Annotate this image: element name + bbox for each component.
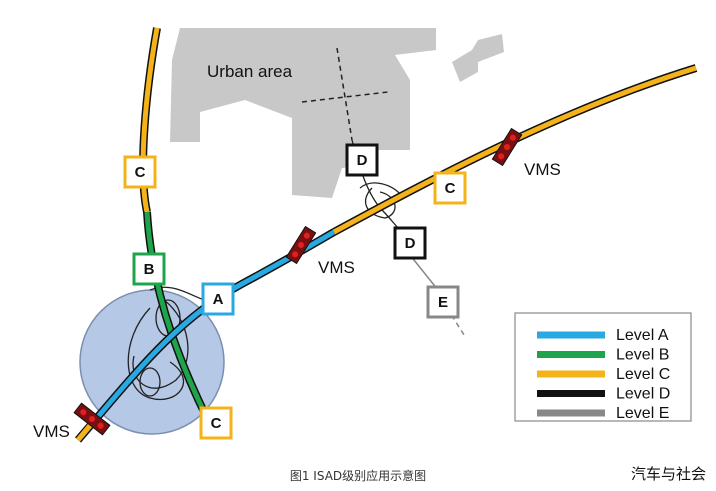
urban-road-vertical [336,47,353,141]
urban-area-label: Urban area [207,62,293,81]
vms-label-west: VMS [33,422,70,441]
label-box-d-urban: D [345,143,379,177]
label-box-a: A [201,282,235,316]
svg-text:C: C [211,415,222,432]
legend-label-1: Level B [616,347,669,364]
legend: Level A Level B Level C Level D Level E [514,312,692,422]
legend-label-3: Level D [616,386,670,403]
vms-label-middle: VMS [318,258,355,277]
vms-sign-middle [285,225,317,265]
urban-area-island [452,34,504,82]
svg-text:D: D [405,235,416,252]
legend-box [514,312,692,422]
label-box-c-south: C [199,406,233,440]
label-box-d-ramp: D [393,226,427,260]
svg-text:C: C [135,164,146,181]
label-box-b: B [132,252,166,286]
label-box-e: E [426,285,460,319]
legend-label-2: Level C [616,366,670,383]
vms-sign-east [491,127,523,167]
legend-label-0: Level A [616,327,669,344]
highway-end-level-c [76,421,94,442]
figure-caption: 图1 ISAD级别应用示意图 [289,469,427,483]
vms-label-east: VMS [524,160,561,179]
vms-sign-west [73,402,111,436]
urban-area-shape [170,28,436,198]
svg-text:C: C [445,180,456,197]
label-box-c-east: C [433,171,467,205]
svg-text:D: D [357,152,368,169]
svg-text:A: A [213,291,224,308]
svg-text:E: E [438,294,448,311]
label-box-c-north: C [123,155,157,189]
svg-text:B: B [144,261,155,278]
highway-north-level-c [140,27,160,213]
legend-label-4: Level E [616,405,669,422]
urban-road-horizontal [301,91,389,103]
level-e-road-dashed [441,299,467,339]
brand-watermark: 汽车与社会 [630,465,706,483]
